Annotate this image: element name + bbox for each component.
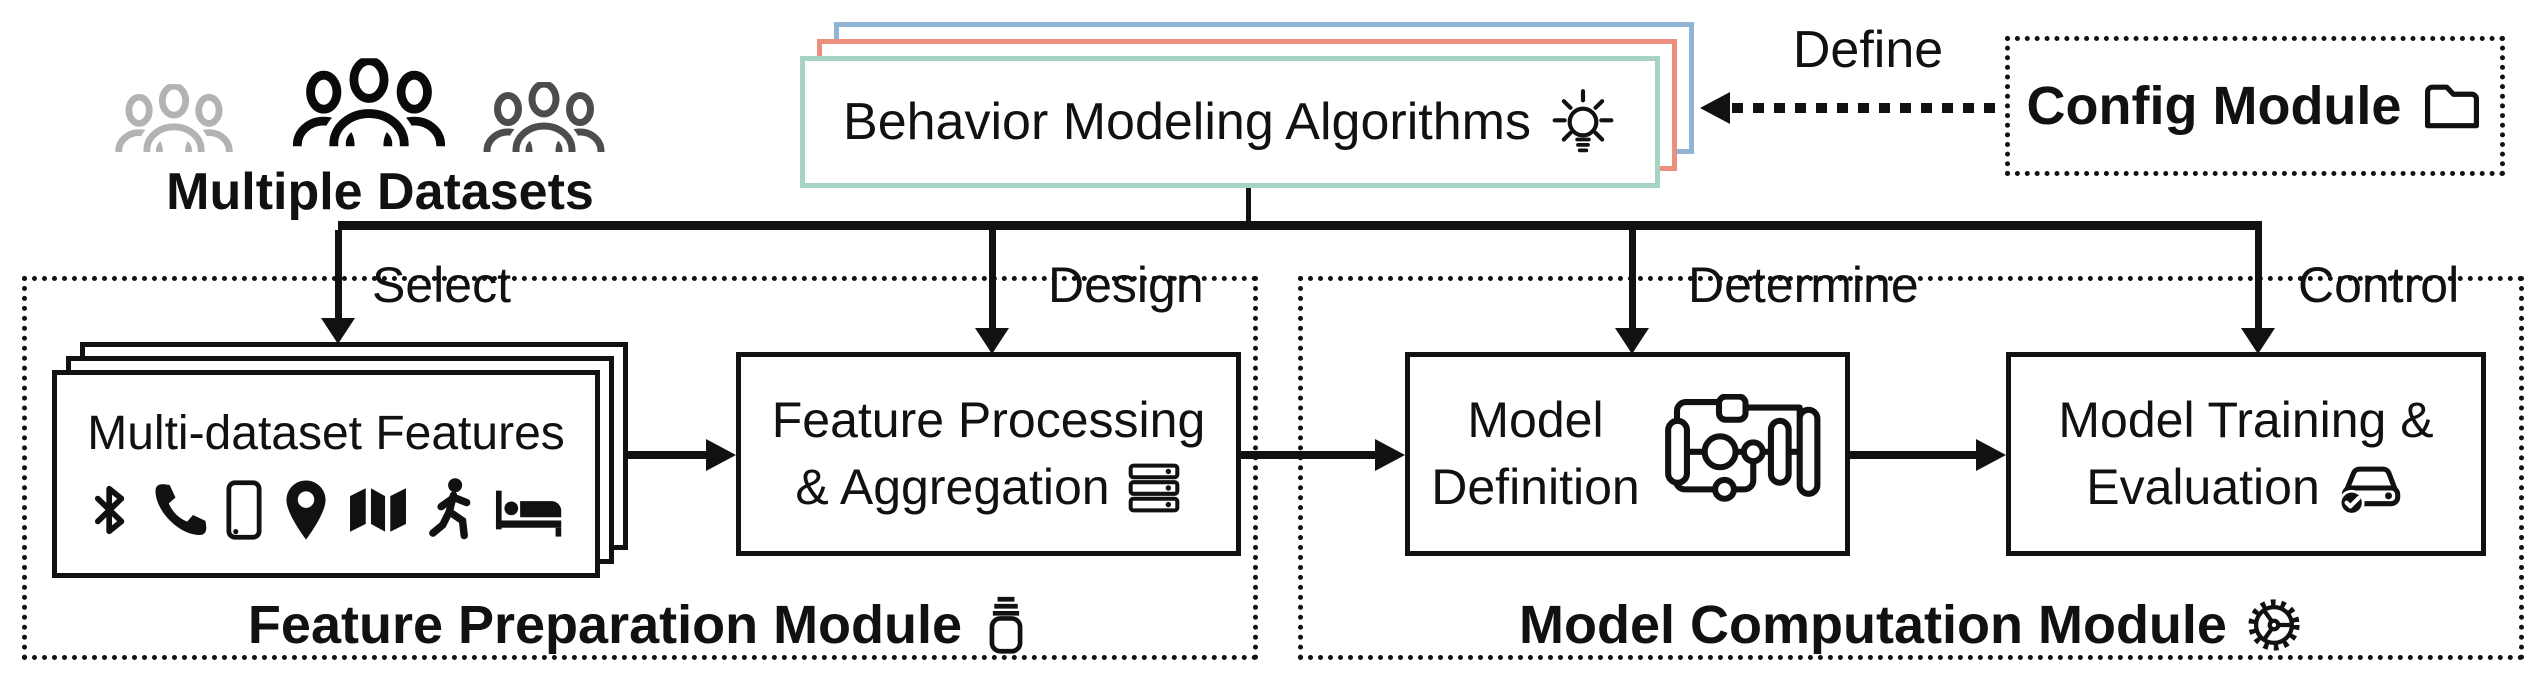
gear-icon [2248,599,2300,651]
feature-source-icons [85,477,567,543]
algorithm-card-front: Behavior Modeling Algorithms [800,56,1660,188]
model-training-line1: Model Training & [2058,392,2434,448]
server-icon [1128,463,1179,512]
feature-processing-line2: & Aggregation [795,459,1110,515]
select-arrowhead [321,318,355,344]
bed-icon [495,490,562,537]
jar-icon [989,596,1023,654]
features-to-processing-arrowhead [706,439,736,471]
bluetooth-icon [94,485,125,534]
control-edge-label: Control [2298,257,2460,313]
select-arrow [335,230,342,318]
phone-icon [155,483,207,535]
folder-icon [2425,84,2480,129]
determine-arrowhead [1615,328,1649,354]
features-to-processing-arrow [628,451,706,459]
feature-preparation-module-label: Feature Preparation Module [247,595,963,655]
processing-to-definition-arrow [1241,451,1375,459]
map-icon [348,484,408,535]
model-definition-box: Model Definition [1405,352,1850,556]
smartphone-icon [226,479,262,540]
location-pin-icon [286,479,326,540]
storage-check-icon [2338,466,2400,516]
processing-to-definition-arrowhead [1375,439,1405,471]
features-card-label: Multi-dataset Features [87,406,565,460]
model-definition-line2: Definition [1431,459,1640,515]
define-arrow [1732,103,2005,113]
lightbulb-icon [1552,89,1614,153]
definition-to-training-arrowhead [1976,439,2006,471]
feature-processing-box: Feature Processing & Aggregation [736,352,1241,556]
multiple-datasets-label: Multiple Datasets [166,163,594,221]
model-computation-module-label: Model Computation Module [1519,595,2227,655]
people-group-icon-light [110,84,238,158]
feature-preparation-module-box [22,276,1258,660]
design-arrowhead [975,328,1009,354]
distribution-line [338,221,2262,230]
pipeline-icon [1664,394,1821,502]
people-group-icon-dark [478,82,610,158]
config-module-box: Config Module [2005,36,2505,176]
feature-processing-line1: Feature Processing [771,392,1206,448]
model-computation-module-title: Model Computation Module [1298,594,2524,656]
model-computation-module-box [1298,276,2524,660]
model-training-line2: Evaluation [2086,459,2320,515]
design-edge-label: Design [1048,257,1204,313]
definition-to-training-arrow [1850,451,1976,459]
features-card-front: Multi-dataset Features [52,370,600,578]
define-arrowhead [1700,92,1730,124]
people-group-icon-black [286,58,452,154]
control-arrowhead [2241,328,2275,354]
feature-preparation-module-title: Feature Preparation Module [22,594,1258,656]
select-edge-label: Select [372,257,511,313]
model-definition-line1: Model [1467,392,1604,448]
determine-edge-label: Determine [1688,257,1919,313]
model-training-box: Model Training & Evaluation [2006,352,2486,556]
config-module-label: Config Module [2026,76,2402,136]
define-edge-label: Define [1792,21,1944,79]
algorithms-connector [1246,188,1251,222]
algorithms-label: Behavior Modeling Algorithms [843,93,1531,151]
walking-person-icon [429,477,471,539]
